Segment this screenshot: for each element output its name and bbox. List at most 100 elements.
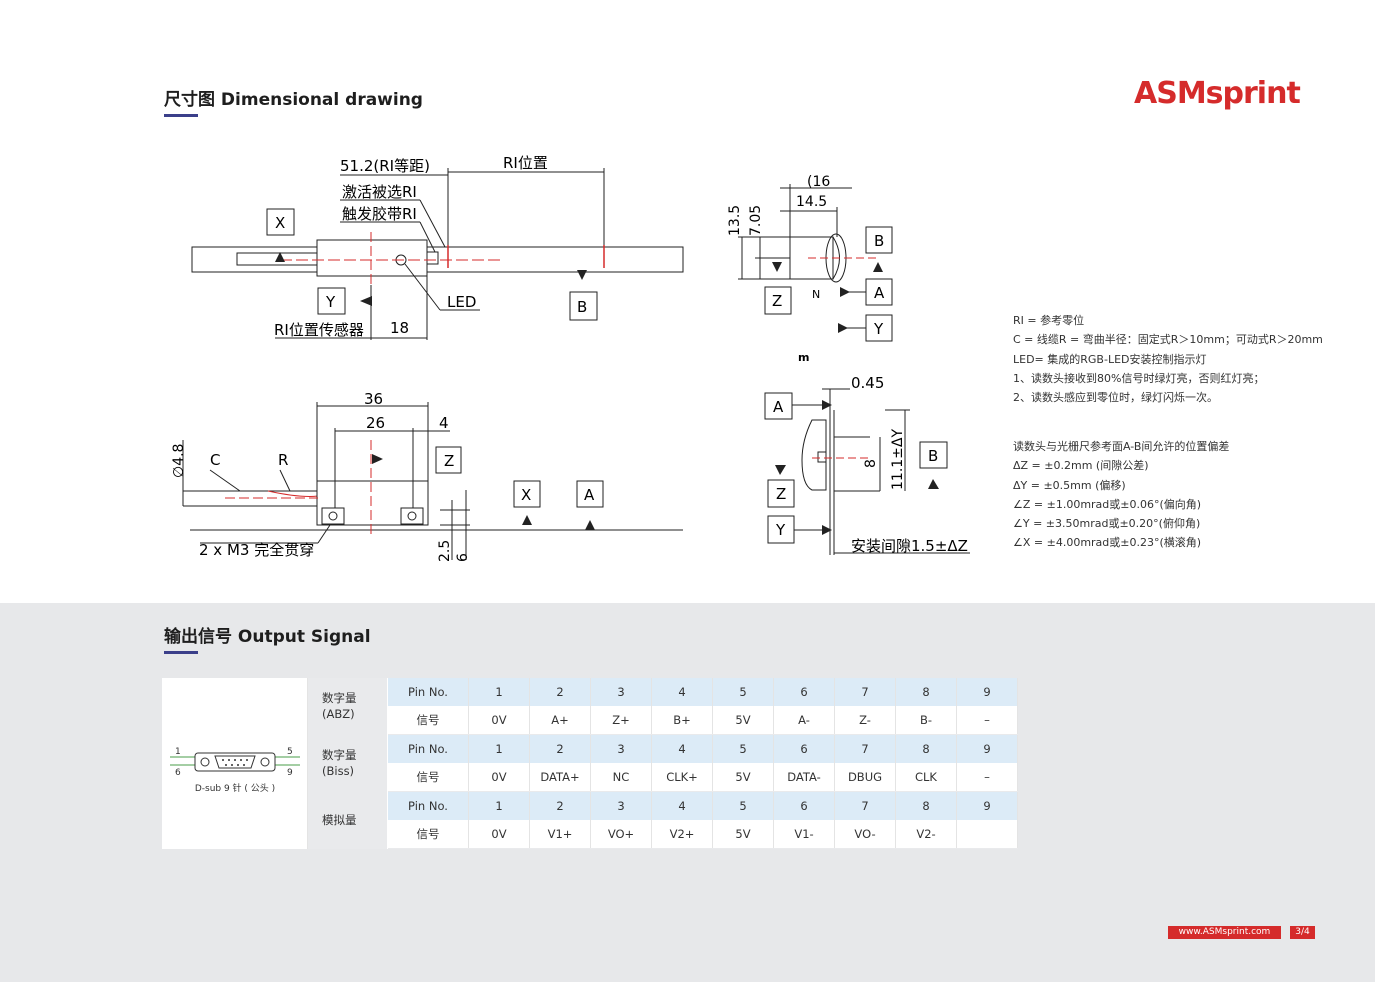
table-row: 信号 0V DATA+ NC CLK+ 5V DATA- DBUG CLK – (162, 763, 1018, 792)
top-view (191, 168, 684, 340)
tolerance-line: ∠Z = ±1.00mrad或±0.06°(偏向角) (1013, 497, 1202, 511)
signal-cell: – (956, 706, 1018, 735)
notes-block: RI = 参考零位 C = 线缆R = 弯曲半径：固定式R＞10mm；可动式R＞… (1013, 311, 1323, 407)
ri-position-label: RI位置 (503, 154, 548, 172)
dim-2-5: 2.5 (437, 540, 453, 562)
pin-label: Pin No. (387, 791, 469, 820)
datum-x-side-label: X (521, 486, 531, 504)
pin-cell: 1 (468, 678, 530, 706)
pin-label: Pin No. (387, 678, 469, 706)
pin-cell: 6 (773, 734, 835, 763)
signal-cell: NC (590, 763, 652, 792)
signal-cell: Z- (834, 706, 896, 735)
cable-c-label: C (210, 451, 220, 469)
datum-b-label: B (577, 298, 587, 316)
pin-cell: 3 (590, 678, 652, 706)
pin-cell: 8 (895, 791, 957, 820)
table-row: 信号 0V V1+ VO+ V2+ 5V V1- VO- V2- (162, 820, 1018, 849)
signal-cell: 5V (712, 763, 774, 792)
note-line: 1、读数头接收到80%信号时绿灯亮，否则红灯亮； (1013, 371, 1265, 385)
table-row: 1 6 5 9 D-sub 9 针 ( 公头 ) 数字量 (ABZ) Pin N… (162, 678, 1018, 849)
group-name: 数字量 (ABZ) (307, 678, 388, 735)
output-title-bar (164, 651, 198, 654)
dim-6: 6 (455, 553, 471, 562)
signal-cell: Z+ (590, 706, 652, 735)
table-row: 数字量 (Biss) Pin No. 1 2 3 4 5 6 7 8 9 (162, 734, 1018, 792)
install-datum-b-label: B (928, 447, 938, 465)
pin-cell: 5 (712, 734, 774, 763)
ri-sensor-label: RI位置传感器 (274, 321, 364, 339)
signal-cell: V2+ (651, 820, 713, 849)
signal-cell: VO+ (590, 820, 652, 849)
pin-cell: 9 (956, 734, 1018, 763)
end-m-label: m (798, 351, 809, 364)
signal-cell: 0V (468, 763, 530, 792)
tolerances-block: 读数头与光栅尺参考面A-B间允许的位置偏差 ΔZ = ±0.2mm (间隙公差)… (1013, 437, 1229, 553)
radius-r-label: R (278, 451, 288, 469)
tolerance-line: ∠X = ±4.00mrad或±0.23°(横滚角) (1013, 536, 1202, 550)
m3-holes-label: 2 x M3 完全贯穿 (199, 541, 314, 559)
note-line: 2、读数头感应到零位时，绿灯闪烁一次。 (1013, 391, 1218, 405)
pin-cell: 9 (956, 791, 1018, 820)
pin-label: Pin No. (387, 734, 469, 763)
connector-pin-1: 1 (175, 747, 181, 757)
dim-7-05: 7.05 (748, 205, 764, 236)
install-datum-a-label: A (773, 398, 784, 416)
install-datum-y-label: Y (775, 521, 786, 539)
end-n-label: N (812, 288, 820, 301)
signal-cell: DATA+ (529, 763, 591, 792)
side-view (182, 402, 683, 560)
signal-cell: – (956, 763, 1018, 792)
pin-cell: 6 (773, 678, 835, 706)
end-view (738, 184, 893, 342)
signal-cell: VO- (834, 820, 896, 849)
datum-z-label: Z (444, 452, 454, 470)
pin-cell: 2 (529, 791, 591, 820)
datum-y-label: Y (325, 293, 336, 311)
footer-url-link[interactable]: www.ASMsprint.com (1168, 926, 1281, 939)
group-name: 模拟量 (307, 791, 388, 849)
pin-cell: 1 (468, 791, 530, 820)
pin-cell: 7 (834, 791, 896, 820)
pin-cell: 9 (956, 678, 1018, 706)
datum-x-label: X (275, 214, 285, 232)
signal-cell: DATA- (773, 763, 835, 792)
signal-cell: V1+ (529, 820, 591, 849)
pin-cell: 4 (651, 791, 713, 820)
pin-cell: 2 (529, 678, 591, 706)
pin-cell: 1 (468, 734, 530, 763)
tolerance-line: ∠Y = ±3.50mrad或±0.20°(俯仰角) (1013, 517, 1201, 531)
dim-18: 18 (390, 319, 409, 337)
dsub-connector-icon: 1 6 5 9 D-sub 9 针 ( 公头 ) (169, 747, 300, 794)
trigger-tape-ri-label: 触发胶带RI (342, 205, 417, 223)
signal-cell: A+ (529, 706, 591, 735)
pin-cell: 7 (834, 678, 896, 706)
signal-cell: V1- (773, 820, 835, 849)
end-datum-z-label: Z (772, 292, 782, 310)
pin-cell: 8 (895, 734, 957, 763)
end-datum-a-label: A (874, 284, 885, 302)
signal-label: 信号 (387, 706, 469, 735)
signal-label: 信号 (387, 763, 469, 792)
signal-cell: CLK (895, 763, 957, 792)
dimensional-drawings: 51.2(RI等距) RI位置 激活被选RI 触发胶带RI X Y B LED … (171, 154, 970, 562)
led-label: LED (447, 293, 476, 311)
brand-logo: ASMsprint (1134, 76, 1301, 111)
pin-cell: 8 (895, 678, 957, 706)
pin-cell: 4 (651, 734, 713, 763)
dia-48-label: ∅4.8 (171, 444, 187, 478)
pin-cell: 7 (834, 734, 896, 763)
connector-pin-6: 6 (175, 768, 181, 778)
signal-cell: A- (773, 706, 835, 735)
dim-4: 4 (439, 414, 449, 432)
dim-8: 8 (863, 459, 879, 468)
dim-13-5: 13.5 (727, 205, 743, 236)
ri-pitch-label: 51.2(RI等距) (340, 157, 430, 175)
connector-pin-9: 9 (287, 768, 293, 778)
install-gap-label: 安装间隙1.5±ΔZ (851, 537, 968, 555)
pin-cell: 4 (651, 678, 713, 706)
datum-a-label: A (584, 486, 595, 504)
end-datum-b-label: B (874, 232, 884, 250)
signal-cell: 5V (712, 820, 774, 849)
signal-cell: CLK+ (651, 763, 713, 792)
